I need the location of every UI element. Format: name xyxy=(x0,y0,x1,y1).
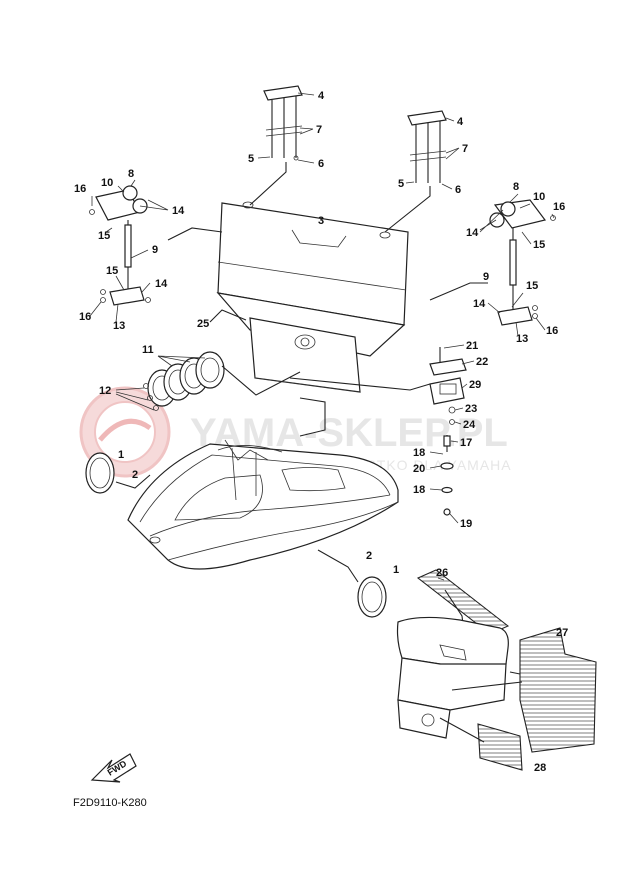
callout-5: 5 xyxy=(398,178,404,190)
leader-hinge-right xyxy=(384,186,431,233)
callout-7: 7 xyxy=(462,143,468,155)
fwd-arrow-icon: FWD xyxy=(90,753,137,783)
callout-21: 21 xyxy=(466,340,478,352)
gas-strut-left xyxy=(89,185,151,306)
callout-4: 4 xyxy=(318,90,325,102)
callout-8: 8 xyxy=(513,181,519,193)
callout-7: 7 xyxy=(316,124,322,136)
leader-porthole-left xyxy=(115,474,151,489)
leader-liner xyxy=(209,309,247,323)
callout-10: 10 xyxy=(533,191,545,203)
porthole-right xyxy=(357,576,387,618)
callout-14: 14 xyxy=(466,227,479,239)
callout-23: 23 xyxy=(465,403,477,415)
callout-16: 16 xyxy=(79,311,91,323)
callout-6: 6 xyxy=(318,158,324,170)
callout-16: 16 xyxy=(546,325,558,337)
seal-strip xyxy=(416,569,510,635)
vent-rings xyxy=(143,351,225,411)
diagram-code: F2D9110-K280 xyxy=(73,797,147,809)
callout-2: 2 xyxy=(366,550,372,562)
callout-leaders xyxy=(89,92,555,581)
callout-9: 9 xyxy=(483,271,489,283)
callout-13: 13 xyxy=(113,320,125,332)
callout-1: 1 xyxy=(118,449,124,461)
leader-hinge-left xyxy=(249,162,287,206)
callout-3: 3 xyxy=(318,215,324,227)
callout-22: 22 xyxy=(476,356,488,368)
boat-hull xyxy=(127,439,399,570)
callout-24: 24 xyxy=(463,419,476,431)
callout-29: 29 xyxy=(469,379,481,391)
callout-8: 8 xyxy=(128,168,134,180)
callout-5: 5 xyxy=(248,153,254,165)
callout-1: 1 xyxy=(393,564,399,576)
porthole-left xyxy=(85,452,115,494)
gas-strut-right xyxy=(489,199,556,326)
callout-12: 12 xyxy=(99,385,111,397)
callout-14: 14 xyxy=(172,205,185,217)
callout-16: 16 xyxy=(74,183,86,195)
leader-mat-27 xyxy=(451,681,523,691)
callout-9: 9 xyxy=(152,244,158,256)
callout-19: 19 xyxy=(460,518,472,530)
callout-28: 28 xyxy=(534,762,546,774)
hinge-bolts-left xyxy=(263,85,303,161)
hatch-cover xyxy=(216,201,409,357)
leader-porthole-right xyxy=(317,549,359,583)
callout-10: 10 xyxy=(101,177,113,189)
storage-bin xyxy=(396,616,509,739)
leader-strut-right xyxy=(429,282,488,301)
callout-2: 2 xyxy=(132,469,138,481)
leader-strut-left xyxy=(167,227,223,241)
callout-6: 6 xyxy=(455,184,461,196)
callout-14: 14 xyxy=(473,298,486,310)
hinge-bolts-right xyxy=(407,110,447,183)
callout-11: 11 xyxy=(142,344,154,356)
callout-25: 25 xyxy=(197,318,209,330)
callouts: 4 7 5 6 4 7 5 6 8 10 16 14 15 9 15 14 16… xyxy=(74,90,568,774)
callout-17: 17 xyxy=(460,437,472,449)
callout-15: 15 xyxy=(526,280,538,292)
callout-4: 4 xyxy=(457,116,464,128)
callout-18: 18 xyxy=(413,484,425,496)
callout-27: 27 xyxy=(556,627,568,639)
callout-14: 14 xyxy=(155,278,168,290)
callout-26: 26 xyxy=(436,567,448,579)
callout-20: 20 xyxy=(413,463,425,475)
callout-13: 13 xyxy=(516,333,528,345)
hatch-liner xyxy=(249,317,361,393)
latch-assembly xyxy=(429,347,467,516)
mat-28 xyxy=(477,723,523,771)
leader-vents xyxy=(221,365,301,396)
callout-15: 15 xyxy=(533,239,545,251)
callout-16: 16 xyxy=(553,201,565,213)
mat-27 xyxy=(519,627,597,753)
leader-latch xyxy=(289,377,431,391)
callout-15: 15 xyxy=(106,265,118,277)
callout-15: 15 xyxy=(98,230,110,242)
leader-hull-center xyxy=(299,397,326,437)
leader-mat-28 xyxy=(439,717,485,743)
callout-18: 18 xyxy=(413,447,425,459)
leader-mat-27b xyxy=(509,671,521,675)
